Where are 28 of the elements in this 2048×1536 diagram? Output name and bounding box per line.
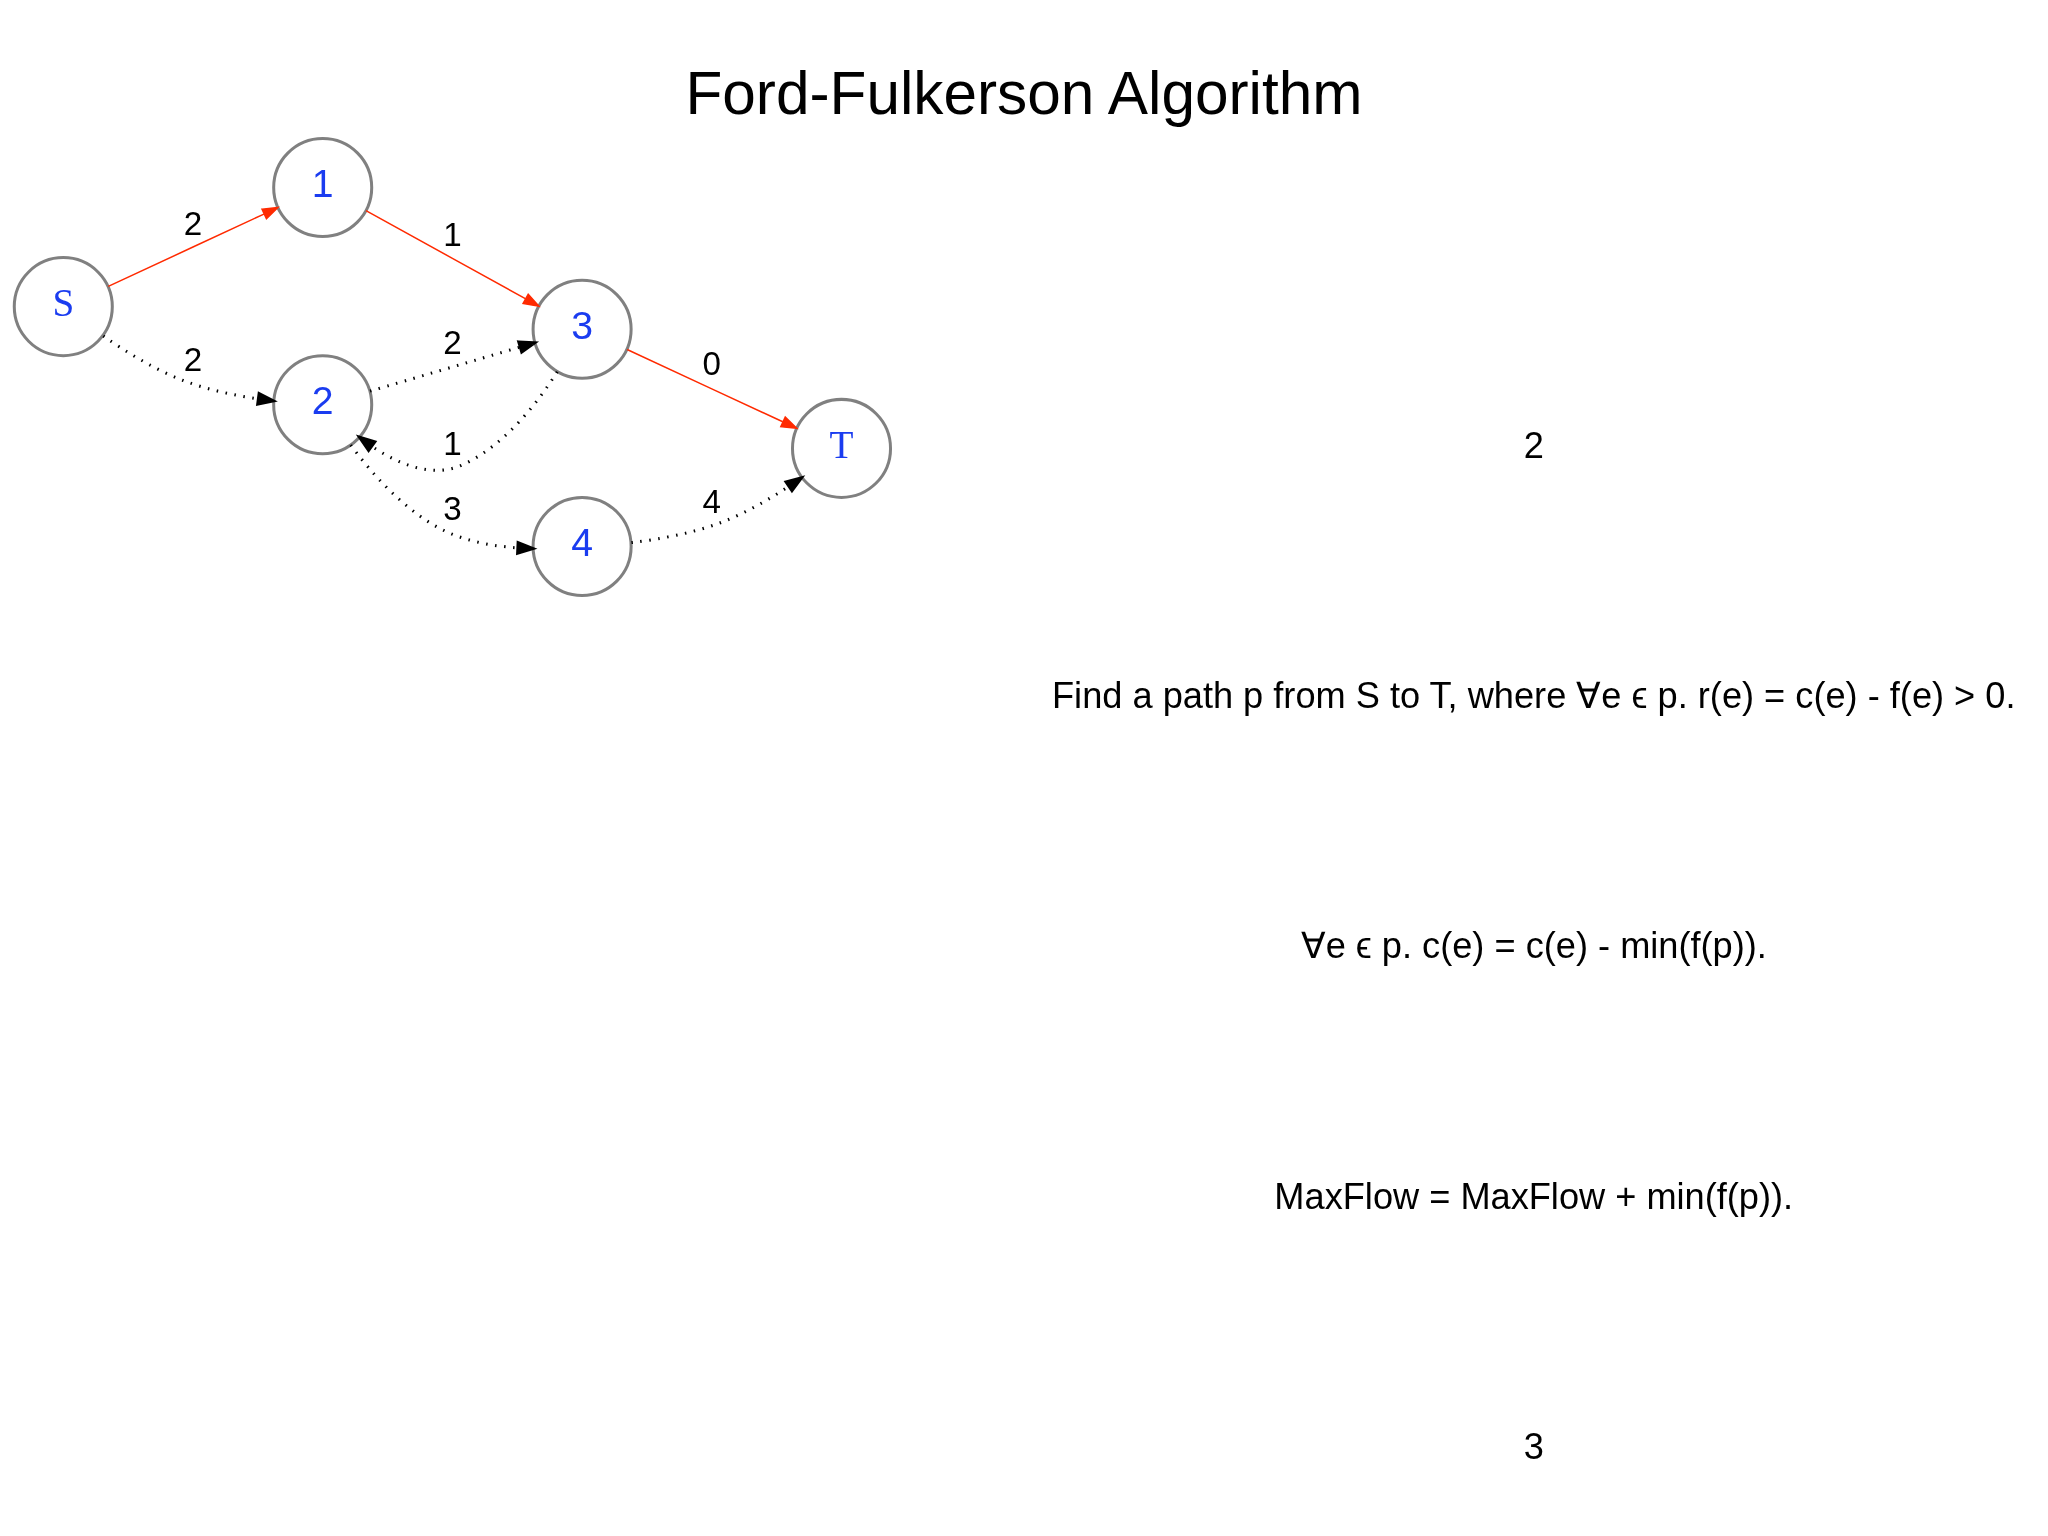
edge-label: 3: [443, 489, 462, 527]
arrow: [107, 206, 280, 287]
edge-label: 2: [183, 204, 203, 242]
edge-label: 2: [443, 323, 462, 361]
arrow: [102, 334, 278, 406]
label: Find a path p from S to T, where ∀e ϵ p. r(e) = c(e) - f(e) > 0.: [1052, 674, 2016, 716]
arrow: [369, 339, 540, 393]
arrow: [349, 443, 538, 555]
diagram-title: Ford-Fulkerson Algorithm: [685, 58, 1363, 127]
label: ∀e ϵ p. c(e) = c(e) - min(f(p)).: [1300, 924, 1767, 966]
edge-label: 1: [443, 424, 462, 462]
node-circle: 4: [531, 495, 633, 597]
edge-label: 0: [702, 344, 722, 382]
node-circle: S: [12, 255, 114, 357]
node-circle: 2: [272, 353, 374, 455]
label: 2: [1523, 424, 1544, 466]
node-circle: T: [791, 397, 893, 499]
arrow: [355, 370, 559, 472]
edge-label: 2: [183, 340, 203, 378]
arrow: [626, 348, 799, 429]
arrow: [365, 209, 541, 307]
edge-label: 4: [702, 482, 722, 520]
node-circle: 3: [531, 278, 633, 380]
label: 3: [1523, 1425, 1544, 1467]
label: MaxFlow = MaxFlow + min(f(p)).: [1274, 1175, 1794, 1217]
arrow: [631, 474, 806, 544]
node-circle: 1: [272, 136, 374, 238]
edge-label: 1: [443, 215, 462, 253]
